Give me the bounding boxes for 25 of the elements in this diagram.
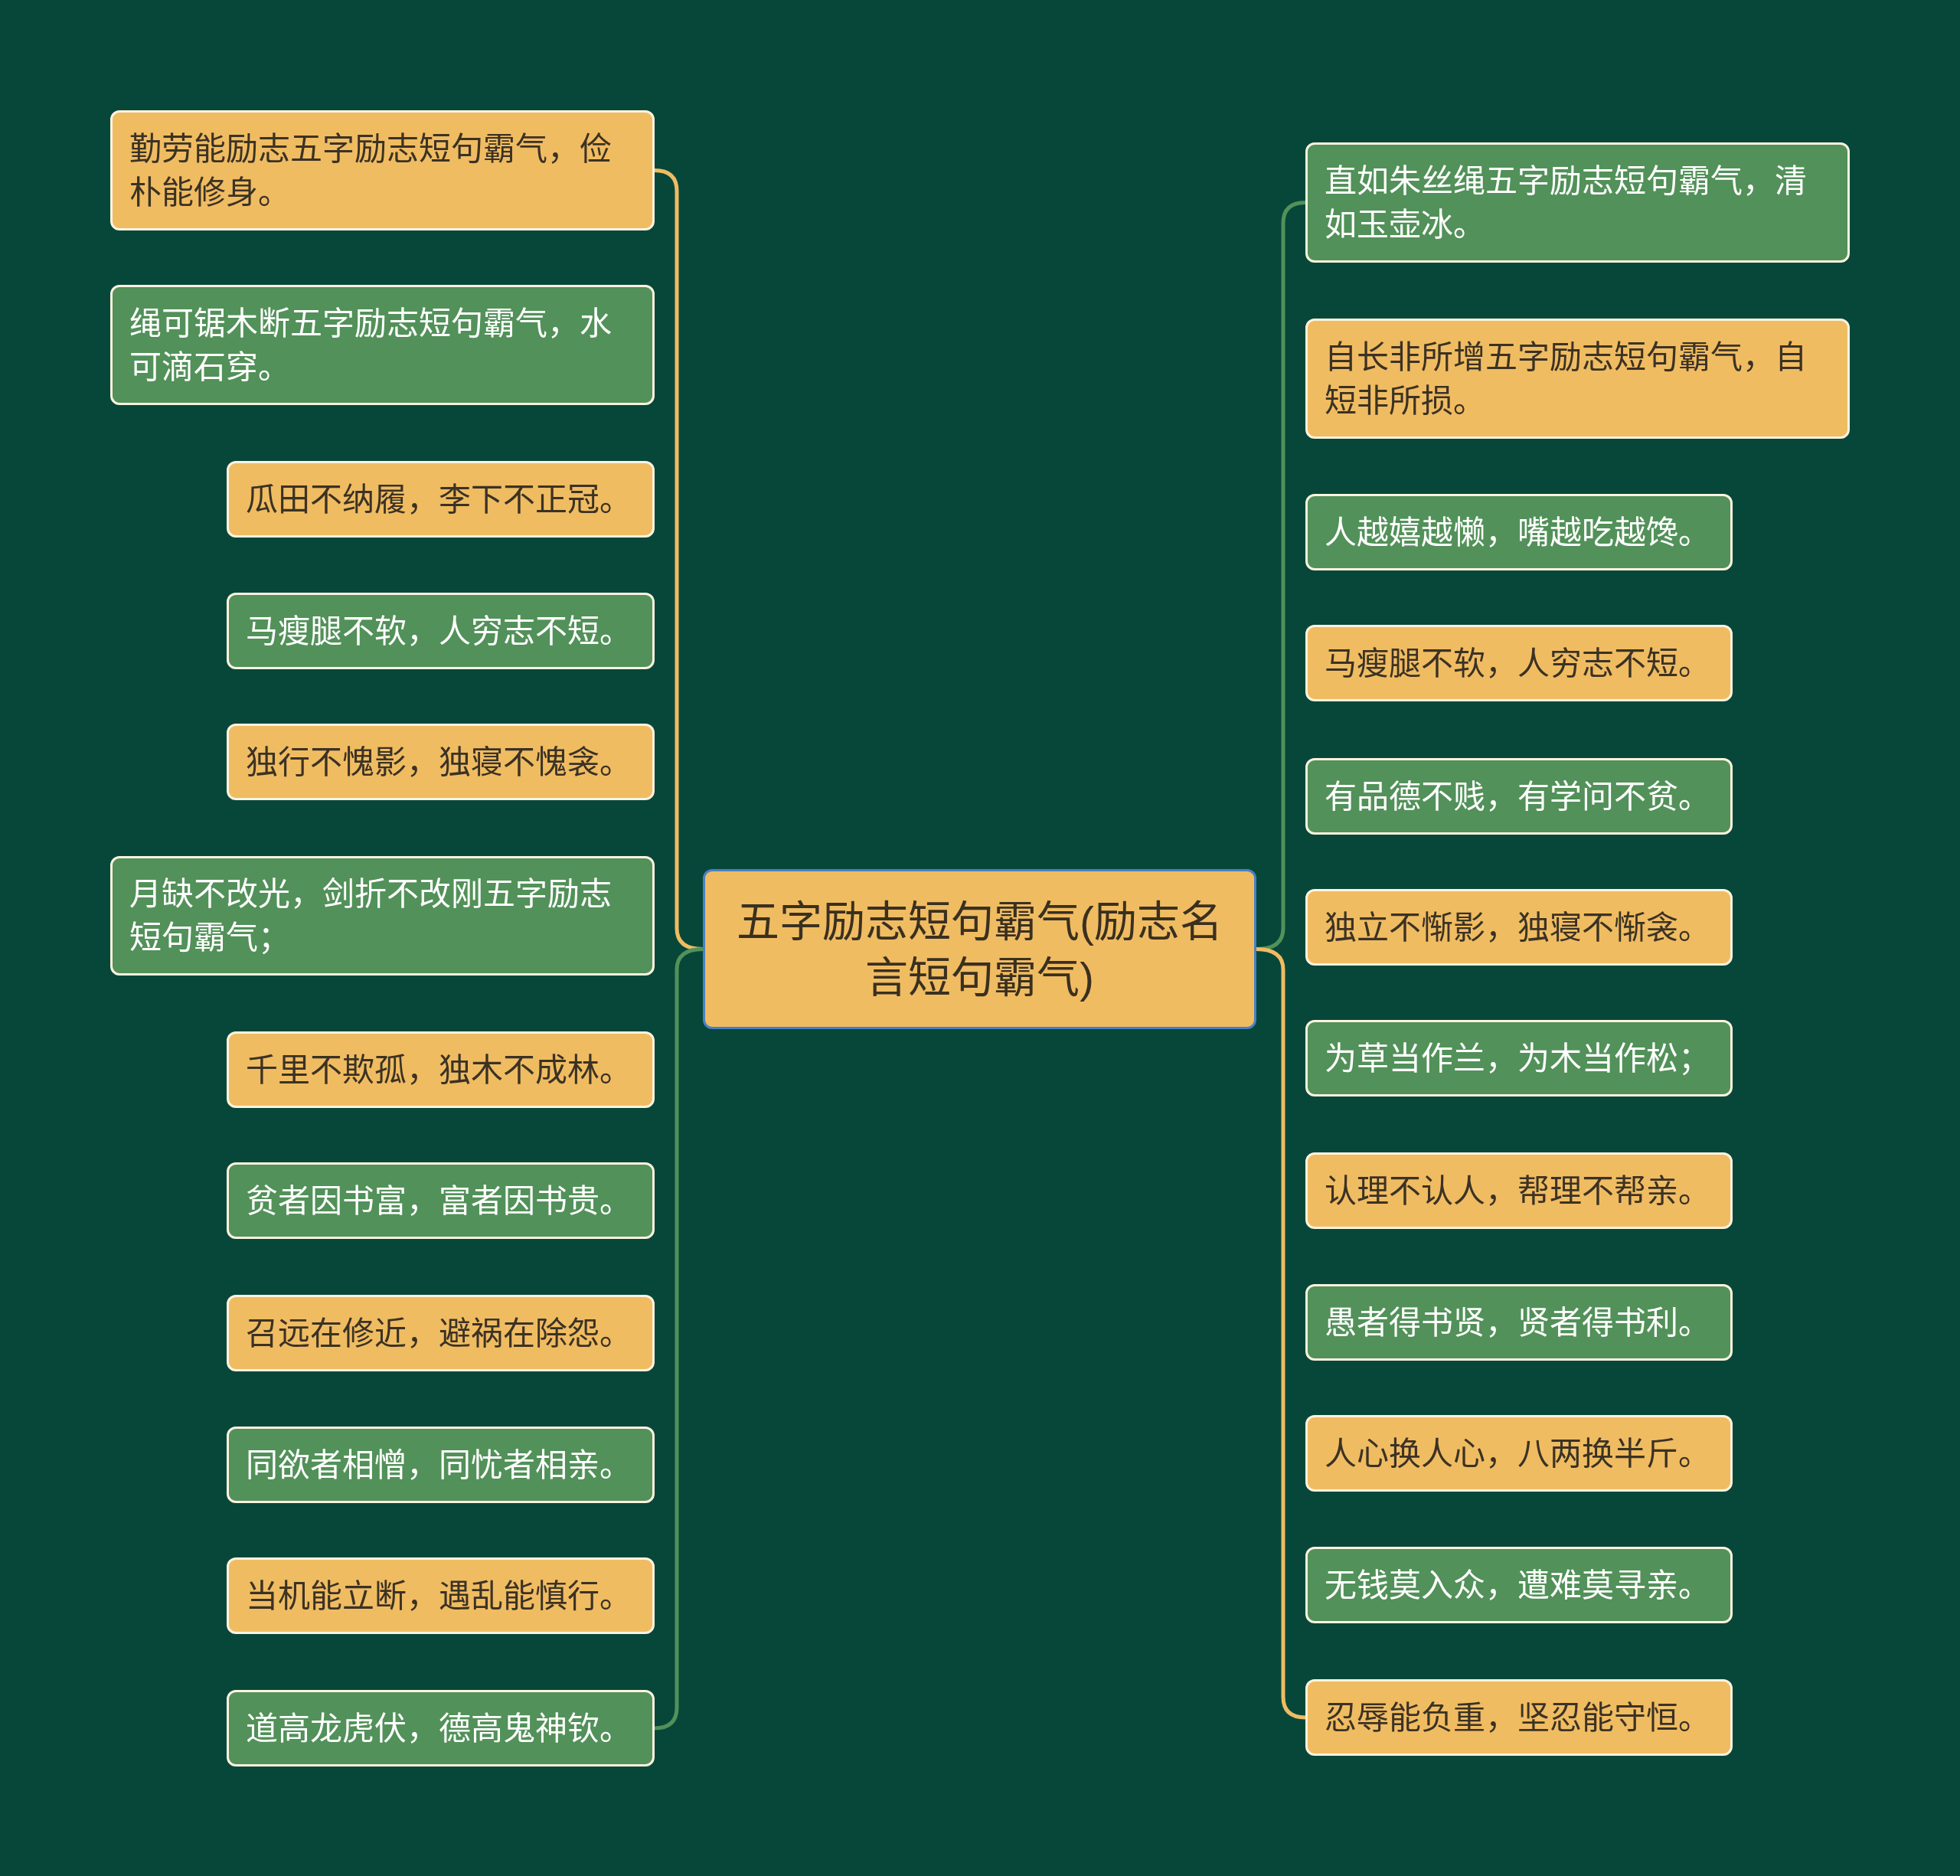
phrase-box: 人心换人心，八两换半斤。 xyxy=(1305,1415,1733,1492)
phrase-box: 马瘦腿不软，人穷志不短。 xyxy=(1305,625,1733,701)
phrase-box: 愚者得书贤，贤者得书利。 xyxy=(1305,1284,1733,1361)
phrase-box: 独立不惭影，独寝不惭衾。 xyxy=(1305,889,1733,966)
phrase-box: 直如朱丝绳五字励志短句霸气，清如玉壶冰。 xyxy=(1305,142,1850,263)
phrase-box: 瓜田不纳履，李下不正冠。 xyxy=(227,461,655,538)
phrase-box: 千里不欺孤，独木不成林。 xyxy=(227,1031,655,1108)
phrase-box: 同欲者相憎，同忧者相亲。 xyxy=(227,1427,655,1503)
phrase-box: 当机能立断，遇乱能慎行。 xyxy=(227,1557,655,1634)
phrase-box: 马瘦腿不软，人穷志不短。 xyxy=(227,593,655,669)
phrase-box: 道高龙虎伏，德高鬼神钦。 xyxy=(227,1690,655,1767)
topic-box: 五字励志短句霸气(励志名言短句霸气) xyxy=(703,869,1256,1029)
phrase-box: 勤劳能励志五字励志短句霸气，俭朴能修身。 xyxy=(110,110,655,230)
phrase-box: 有品德不贱，有学问不贫。 xyxy=(1305,758,1733,835)
phrase-box: 忍辱能负重，坚忍能守恒。 xyxy=(1305,1679,1733,1756)
phrase-box: 人越嬉越懒，嘴越吃越馋。 xyxy=(1305,494,1733,570)
phrase-box: 独行不愧影，独寝不愧衾。 xyxy=(227,724,655,800)
phrase-box: 绳可锯木断五字励志短句霸气，水可滴石穿。 xyxy=(110,285,655,405)
phrase-box: 无钱莫入众，遭难莫寻亲。 xyxy=(1305,1547,1733,1623)
phrase-box: 月缺不改光，剑折不改刚五字励志短句霸气； xyxy=(110,856,655,976)
phrase-box: 认理不认人，帮理不帮亲。 xyxy=(1305,1152,1733,1229)
phrase-box: 为草当作兰，为木当作松； xyxy=(1305,1020,1733,1097)
phrase-box: 召远在修近，避祸在除怨。 xyxy=(227,1295,655,1371)
phrase-box: 贫者因书富，富者因书贵。 xyxy=(227,1162,655,1239)
phrase-box: 自长非所增五字励志短句霸气，自短非所损。 xyxy=(1305,319,1850,439)
